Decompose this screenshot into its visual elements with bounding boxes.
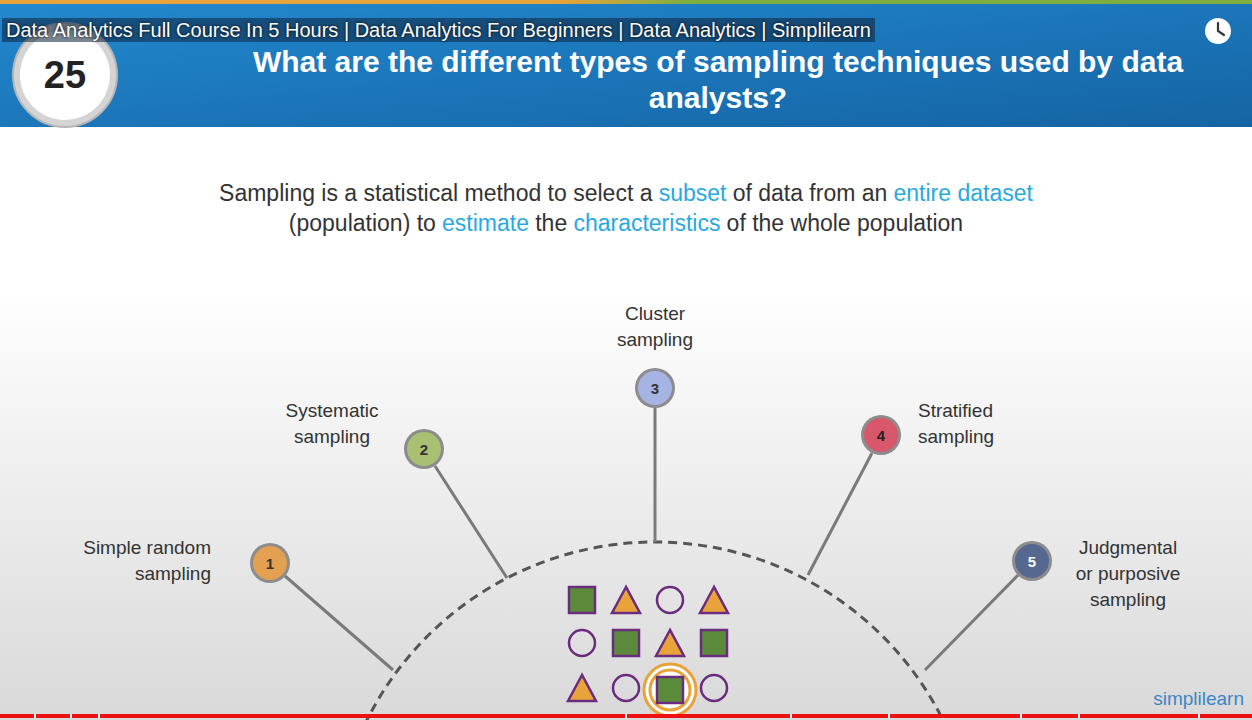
definition-highlight: characteristics — [573, 208, 720, 238]
number-circle: 4 — [864, 418, 898, 452]
callout-number: 3 — [651, 381, 659, 396]
definition-text: of the whole population — [727, 208, 964, 238]
video-title: Data Analytics Full Course In 5 Hours | … — [2, 18, 875, 42]
definition-highlight: subset — [659, 178, 727, 208]
brand-watermark: simplilearn — [1153, 688, 1244, 710]
callout-number: 2 — [420, 442, 428, 457]
technique-name: Judgmental or purposive sampling — [1072, 535, 1184, 613]
number-circle: 3 — [638, 371, 672, 405]
leader-lines — [285, 408, 1018, 670]
technique-name: Systematic sampling — [275, 398, 390, 450]
sampling-technique: Judgmental or purposive sampling 5 — [1015, 535, 1184, 613]
callout-number: 4 — [877, 428, 885, 443]
callout-number: 1 — [266, 556, 274, 571]
clock-icon — [1205, 18, 1231, 44]
slide-title: What are the different types of sampling… — [218, 44, 1218, 116]
definition-line: (population) toestimatethecharacteristic… — [0, 208, 1252, 238]
sampling-technique: Simple random sampling 1 — [76, 535, 287, 587]
number-circle: 1 — [253, 546, 287, 580]
definition-line: Sampling is a statistical method to sele… — [0, 178, 1252, 208]
callout-number: 5 — [1028, 554, 1036, 569]
sampling-technique: Cluster sampling 3 — [608, 301, 703, 405]
sampling-technique: Systematic sampling 2 — [275, 398, 442, 466]
definition-text: Sampling is a statistical method to sele… — [219, 178, 652, 208]
technique-name: Simple random sampling — [76, 535, 211, 587]
population-shapes — [568, 587, 728, 716]
population-arc — [333, 542, 977, 720]
definition-highlight: estimate — [442, 208, 529, 238]
number-circle: 5 — [1015, 544, 1049, 578]
definition-text: (population) to — [289, 208, 436, 238]
progress-bar — [0, 714, 1252, 718]
title-banner — [0, 0, 1252, 127]
top-strip — [0, 0, 1252, 4]
definition-text: of data from an — [733, 178, 888, 208]
slide-number: 25 — [25, 53, 105, 97]
definition-highlight: entire dataset — [894, 178, 1033, 208]
technique-name: Cluster sampling — [608, 301, 703, 353]
technique-name: Stratified sampling — [918, 398, 1023, 450]
sampling-technique: Stratified sampling 4 — [864, 398, 1023, 452]
number-circle: 2 — [407, 432, 441, 466]
definition-text: the — [535, 208, 567, 238]
